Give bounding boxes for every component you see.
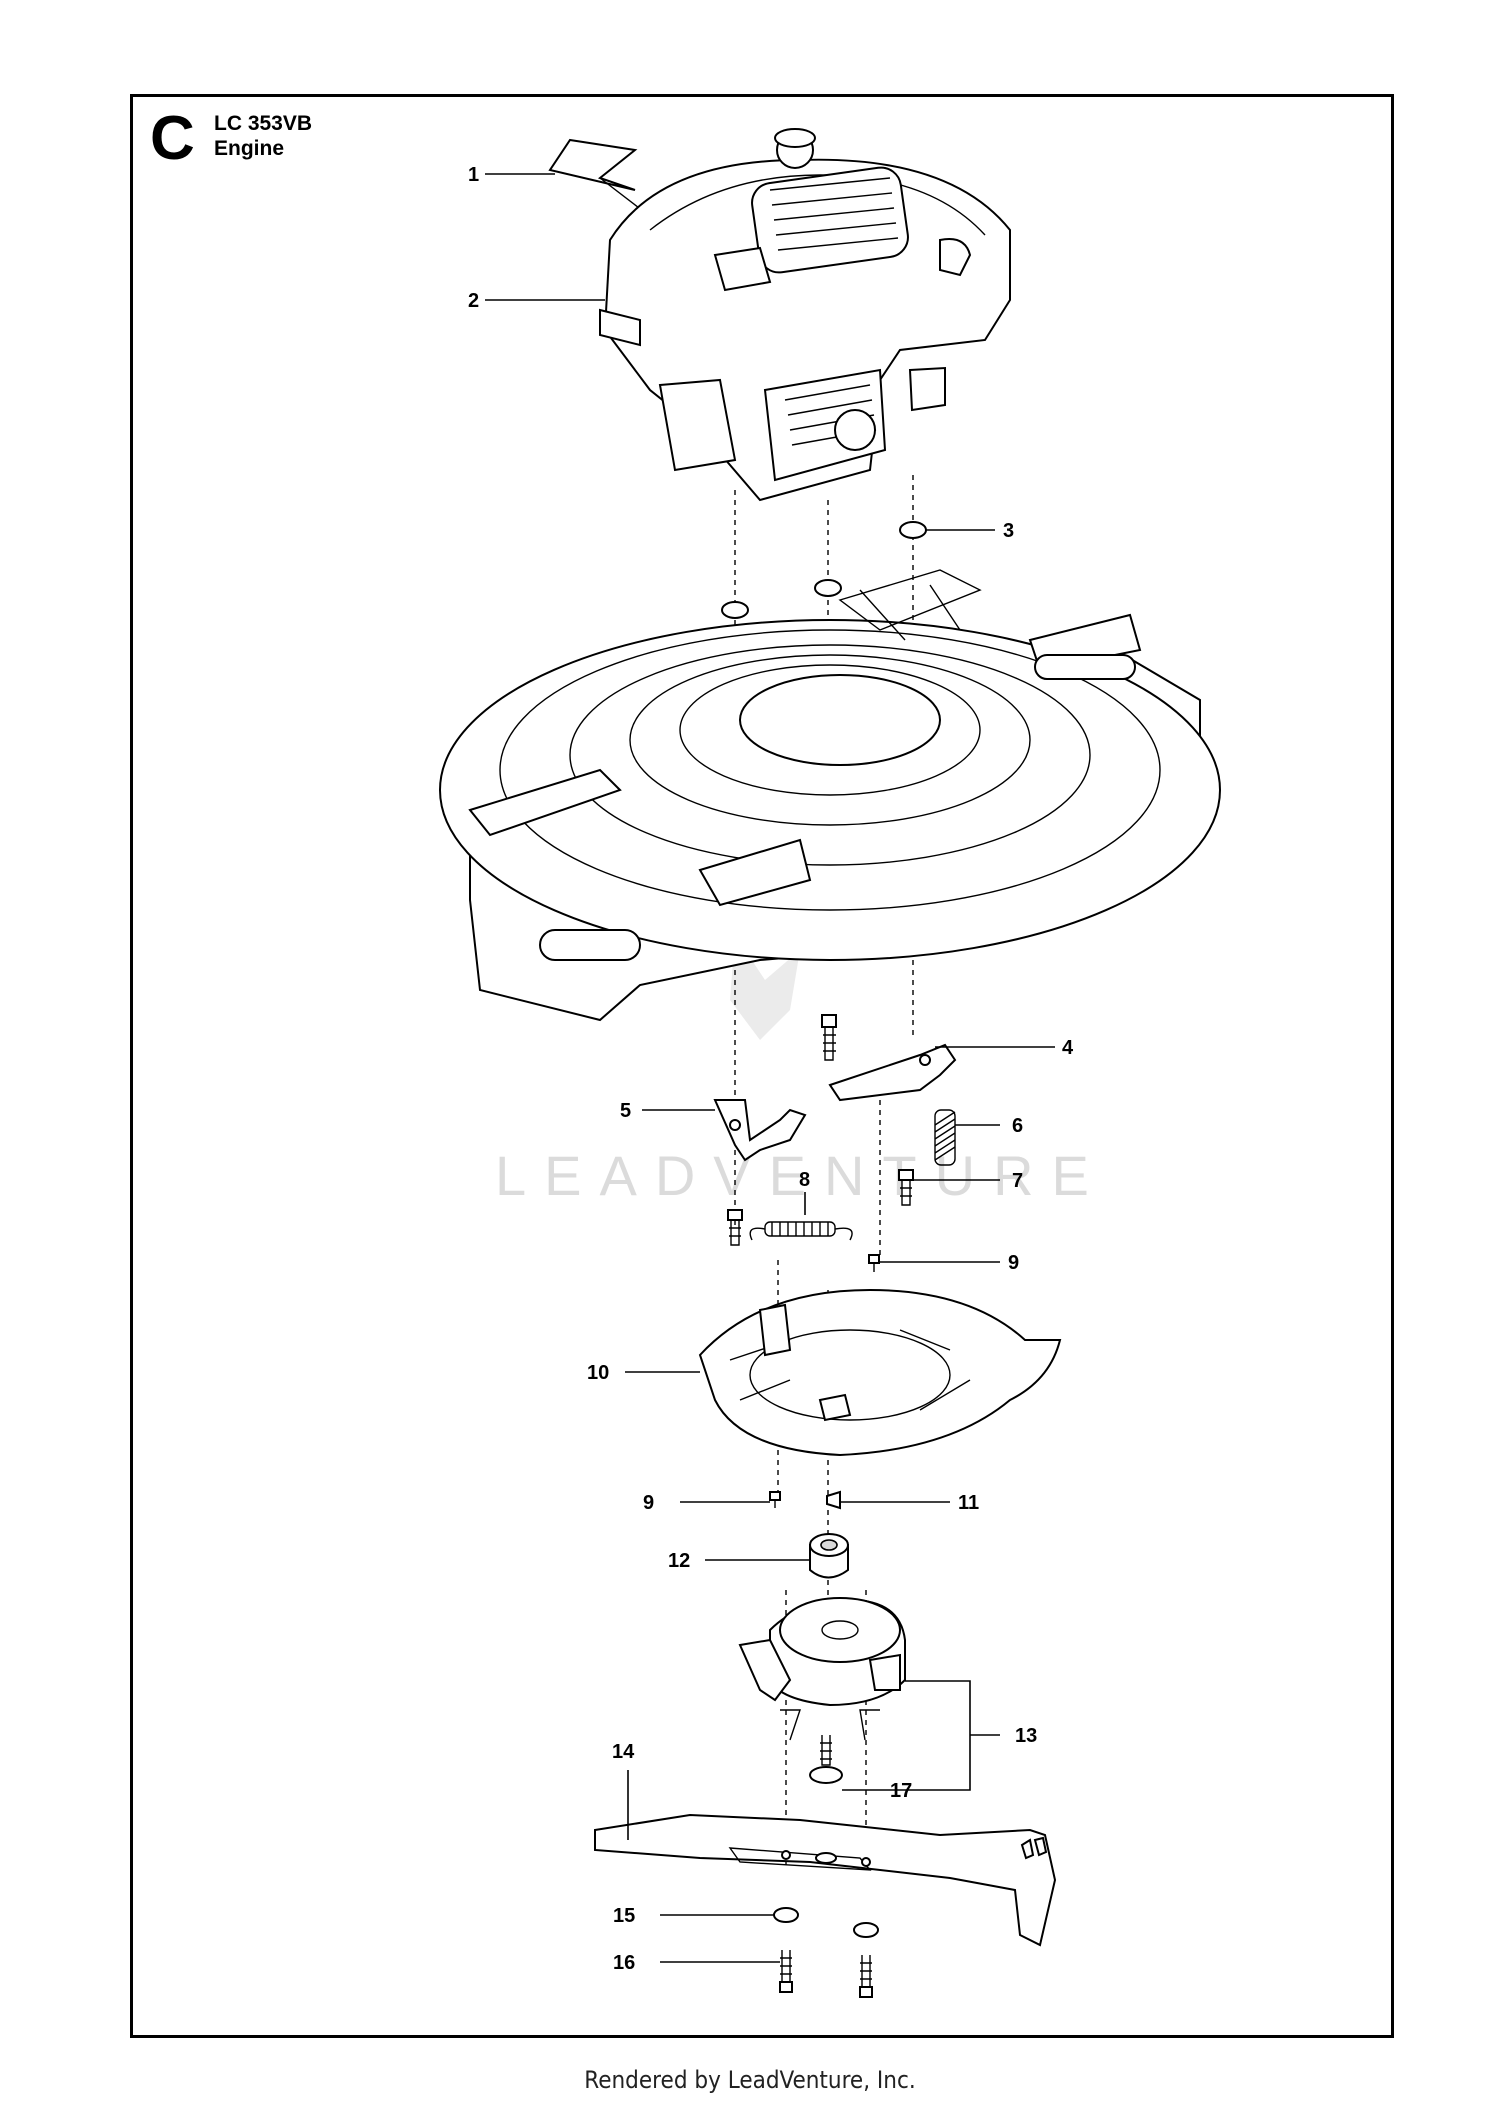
footer-credit: Rendered by LeadVenture, Inc. xyxy=(584,2066,916,2094)
part-bracket-4 xyxy=(828,1043,957,1102)
part-engine xyxy=(599,128,1011,502)
part-washers xyxy=(721,521,927,619)
section-title: Engine xyxy=(214,137,285,160)
watermark-text: LEADVENTURE xyxy=(495,1144,1107,1207)
callout-12: 12 xyxy=(668,1550,690,1572)
callout-17: 17 xyxy=(890,1780,912,1802)
leader-lines xyxy=(485,173,1055,1963)
callout-3: 3 xyxy=(1003,520,1014,542)
model-title: LC 353VB xyxy=(214,112,313,135)
part-bolt-5 xyxy=(727,1209,743,1246)
part-bolt-17 xyxy=(809,1735,843,1784)
part-clutch-13 xyxy=(738,1597,906,1741)
callout-14: 14 xyxy=(612,1741,635,1763)
diagram-frame xyxy=(130,94,1394,2038)
part-key-11 xyxy=(826,1490,841,1510)
section-letter: C xyxy=(150,104,195,173)
callout-10: 10 xyxy=(587,1362,609,1384)
callout-numbers: 1 2 3 4 5 6 7 8 9 10 9 11 12 13 14 15 16… xyxy=(468,164,1074,1974)
callout-16: 16 xyxy=(613,1952,635,1974)
part-spring-6 xyxy=(934,1109,956,1166)
part-screw-9b xyxy=(769,1491,781,1508)
callout-7: 7 xyxy=(1012,1170,1023,1192)
part-blade-14 xyxy=(594,1813,1057,1947)
callout-9-upper: 9 xyxy=(1008,1252,1019,1274)
part-deck xyxy=(439,569,1221,1022)
part-screw-9a xyxy=(868,1254,880,1272)
callout-8: 8 xyxy=(799,1169,810,1191)
callout-5: 5 xyxy=(620,1100,631,1122)
callout-15: 15 xyxy=(613,1905,635,1927)
part-bolts-16 xyxy=(779,1950,873,1998)
watermark: LEADVENTURE xyxy=(495,935,1107,1207)
part-bolt-deck xyxy=(821,1014,837,1061)
callout-6: 6 xyxy=(1012,1115,1023,1137)
part-washers-15 xyxy=(773,1907,879,1938)
callout-1: 1 xyxy=(468,164,479,186)
callout-13: 13 xyxy=(1015,1725,1037,1747)
part-bolt-7 xyxy=(898,1169,914,1206)
part-blade-housing xyxy=(698,1288,1062,1457)
callout-11: 11 xyxy=(958,1492,979,1514)
part-bushing-12 xyxy=(809,1533,849,1579)
part-bracket-5 xyxy=(713,1099,807,1162)
callout-4: 4 xyxy=(1062,1037,1074,1059)
callout-2: 2 xyxy=(468,290,479,312)
part-spring-8 xyxy=(749,1221,853,1241)
callout-9-lower: 9 xyxy=(643,1492,654,1514)
